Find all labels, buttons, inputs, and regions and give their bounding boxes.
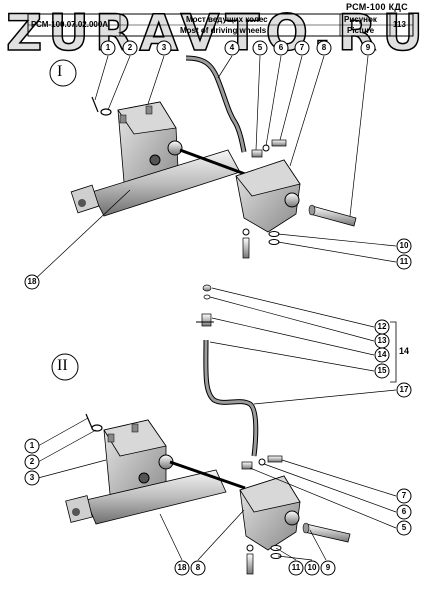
bottom-callout-circle	[396, 488, 412, 504]
top-callout-1: 1	[105, 43, 111, 52]
washer-part-10	[268, 231, 280, 237]
bottom-callout-circle	[24, 470, 40, 486]
top-callout-circle	[360, 40, 376, 56]
bottom-callout-circle	[288, 560, 304, 576]
bottom-callout-2: 2	[29, 457, 35, 466]
bottom-callout-13: 13	[377, 336, 387, 345]
title-ru: Мост ведущих колес	[186, 15, 268, 24]
top-callout-circle	[100, 40, 116, 56]
nut-part-11	[268, 239, 280, 245]
bottom-callout-circle	[396, 504, 412, 520]
bottom-callout-7: 7	[401, 491, 407, 500]
bottom-callout-circle	[396, 382, 412, 398]
top-callout-7: 7	[299, 43, 305, 52]
view-two-circle	[51, 353, 79, 381]
figure-label-ru: Рисунок	[344, 15, 377, 24]
bottom-callout-circle	[190, 560, 206, 576]
bottom-callout-18: 18	[177, 563, 187, 572]
figure-number: 113	[393, 20, 406, 29]
bottom-callout-circle	[374, 347, 390, 363]
view-two-assembly	[37, 284, 397, 575]
top-callout-6: 6	[278, 43, 284, 52]
bottom-callout-circle	[174, 560, 190, 576]
bottom-callout-12: 12	[377, 322, 387, 331]
top-callout-18: 18	[27, 277, 37, 286]
view-one-assembly	[31, 55, 397, 283]
top-callout-8: 8	[321, 43, 327, 52]
bottom-callout-14: 14	[377, 350, 387, 359]
bottom-callout-3: 3	[29, 473, 35, 482]
bottom-callout-9: 9	[325, 563, 331, 572]
doc-code: РСМ-100.07.02.000A	[31, 20, 109, 29]
bottom-callout-1: 1	[29, 441, 35, 450]
bottom-callout-circle	[374, 363, 390, 379]
fitting-part-5	[251, 149, 263, 158]
top-callout-circle	[224, 40, 240, 56]
top-callout-circle	[24, 274, 40, 290]
top-callout-3: 3	[161, 43, 167, 52]
view-one-numeral: I	[57, 63, 63, 80]
top-callout-11: 11	[399, 257, 409, 266]
bottom-callout-5: 5	[401, 523, 407, 532]
top-callout-circle	[294, 40, 310, 56]
top-callout-circle	[122, 40, 138, 56]
bottom-callout-11: 11	[291, 563, 301, 572]
bottom-callout-15: 15	[377, 366, 387, 375]
top-callout-4: 4	[229, 43, 235, 52]
view-one-circle	[49, 59, 77, 87]
top-callout-circle	[396, 254, 412, 270]
top-callout-circle	[252, 40, 268, 56]
pin-part-1	[91, 96, 99, 113]
view-two-numeral: II	[57, 357, 68, 374]
long-pin	[309, 205, 357, 227]
washer-part-2	[100, 108, 112, 116]
top-callout-5: 5	[257, 43, 263, 52]
top-callout-circle	[273, 40, 289, 56]
top-callout-2: 2	[127, 43, 133, 52]
bottom-callout-circle	[24, 438, 40, 454]
top-callout-10: 10	[399, 241, 409, 250]
callout-16: 14	[399, 346, 410, 356]
bottom-callout-17: 17	[399, 385, 409, 394]
title-en: Most of driving wheels	[180, 26, 267, 35]
bottom-callout-8: 8	[195, 563, 201, 572]
bottom-callout-circle	[396, 520, 412, 536]
top-callout-circle	[316, 40, 332, 56]
bottom-callout-circle	[304, 560, 320, 576]
bottom-callout-10: 10	[307, 563, 317, 572]
bottom-callout-circle	[24, 454, 40, 470]
figure-label-en: Picture	[347, 26, 375, 35]
top-callout-9: 9	[365, 43, 371, 52]
top-callout-circle	[396, 238, 412, 254]
brand-label: РСМ-100 КДС	[346, 2, 408, 12]
bottom-callout-circle	[320, 560, 336, 576]
bottom-callout-6: 6	[401, 507, 407, 516]
top-callout-circle	[156, 40, 172, 56]
bolt-part-7	[271, 139, 287, 147]
